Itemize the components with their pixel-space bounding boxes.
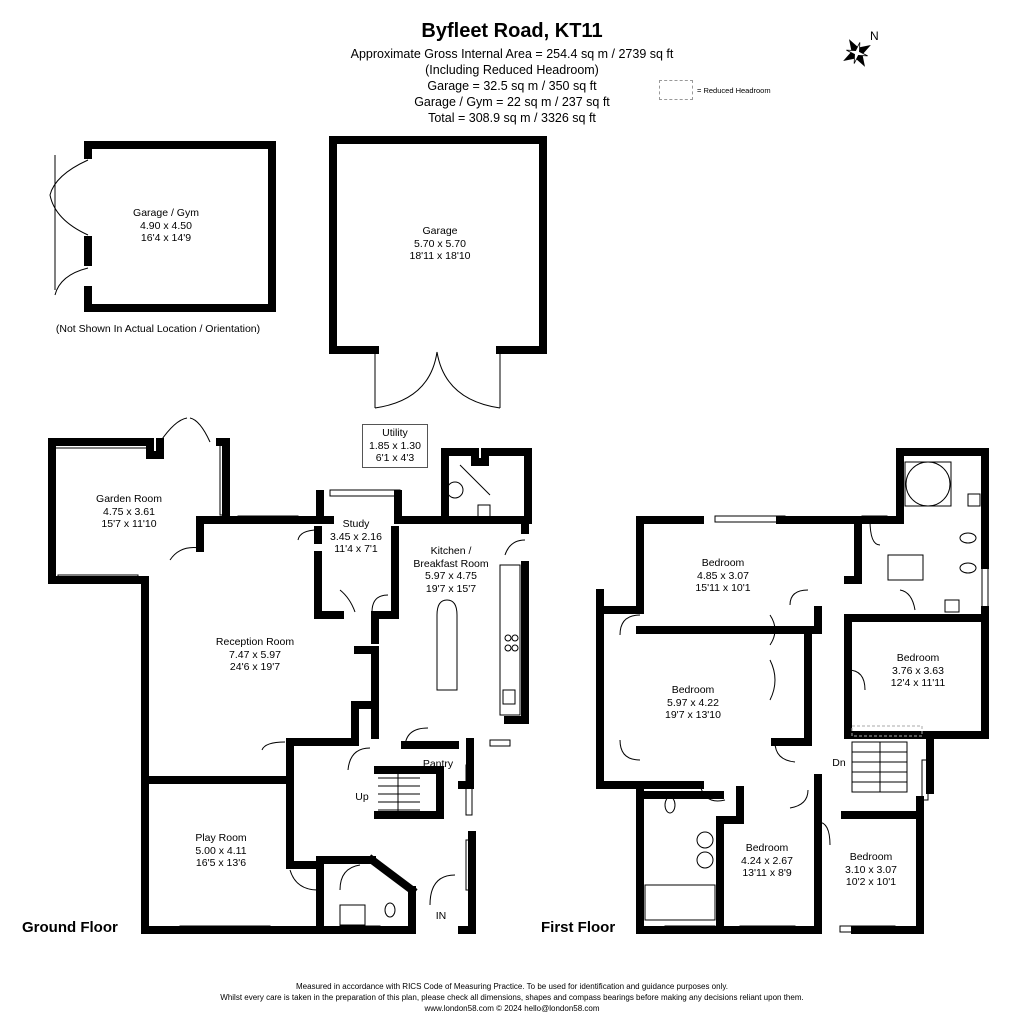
stairs-up-label: Up: [355, 791, 369, 803]
bedroom-4-label: Bedroom 4.24 x 2.67 13'11 x 8'9: [741, 842, 793, 880]
garage-gym-doors: [49, 155, 89, 296]
reduced-headroom-swatch: [659, 80, 693, 100]
area-line: Total = 308.9 sq m / 3326 sq ft: [428, 111, 596, 125]
garage-walls: [329, 136, 547, 354]
footer-contact: www.london58.com © 2024 hello@london58.c…: [424, 1004, 600, 1013]
kitchen-label: Kitchen / Breakfast Room 5.97 x 4.75 19'…: [413, 545, 488, 595]
compass-icon: [843, 39, 871, 67]
room-imperial: 19'7 x 13'10: [665, 709, 721, 721]
room-metric: 1.85 x 1.30: [369, 439, 421, 452]
room-name: Bedroom: [896, 652, 940, 664]
outbuildings-note: (Not Shown In Actual Location / Orientat…: [55, 323, 261, 335]
room-name: Bedroom: [849, 851, 893, 863]
room-name: Play Room: [195, 832, 247, 844]
room-metric: 4.75 x 3.61: [103, 505, 155, 518]
ground-floor-doors: [261, 529, 526, 906]
room-imperial: 12'4 x 11'11: [890, 677, 946, 689]
room-imperial: 19'7 x 15'7: [425, 582, 477, 595]
room-name: Kitchen /: [430, 545, 472, 557]
bedroom-3-label: Bedroom 3.76 x 3.63 12'4 x 11'11: [891, 652, 945, 690]
room-metric: 3.76 x 3.63: [892, 664, 944, 677]
garage-doors: [374, 350, 501, 409]
room-name: Utility: [382, 427, 408, 439]
first-floor-label: First Floor: [541, 919, 616, 936]
room-imperial: 15'7 x 11'10: [101, 518, 157, 530]
area-line: Garage = 32.5 sq m / 350 sq ft: [427, 79, 597, 93]
ground-floor-windows: [141, 489, 529, 933]
room-name-line2: Breakfast Room: [413, 557, 489, 570]
room-metric: 5.97 x 4.22: [667, 696, 719, 709]
first-floor-walls: [596, 448, 989, 934]
bedroom-1-label: Bedroom 4.85 x 3.07 15'11 x 10'1: [695, 557, 750, 595]
area-line: Garage / Gym = 22 sq m / 237 sq ft: [414, 95, 610, 109]
utility-label: Utility 1.85 x 1.30 6'1 x 4'3: [362, 424, 428, 468]
first-floor-windows: [596, 515, 989, 933]
garage-gym-walls: [84, 141, 276, 312]
room-imperial: 10'2 x 10'1: [845, 876, 897, 888]
reception-room-label: Reception Room 7.47 x 5.97 24'6 x 19'7: [216, 636, 294, 674]
stairs-down: [851, 741, 908, 793]
room-imperial: 11'4 x 7'1: [334, 543, 378, 555]
room-imperial: 16'4 x 14'9: [140, 232, 192, 244]
study-label: Study 3.45 x 2.16 11'4 x 7'1: [330, 518, 382, 556]
plan-title: Byfleet Road, KT11: [421, 20, 603, 42]
ground-floor-walls: [48, 438, 532, 934]
room-metric: 5.97 x 4.75: [425, 570, 477, 582]
compass-north-label: N: [870, 29, 879, 43]
footer-disclaimer-2: Whilst every care is taken in the prepar…: [220, 993, 804, 1002]
ground-floor-label: Ground Floor: [22, 919, 118, 936]
room-name: Bedroom: [701, 557, 745, 569]
footer-disclaimer-1: Measured in accordance with RICS Code of…: [296, 982, 728, 991]
area-line: (Including Reduced Headroom): [425, 63, 599, 77]
bedroom-5-label: Bedroom 3.10 x 3.07 10'2 x 10'1: [845, 851, 897, 889]
room-name: Garden Room: [96, 493, 162, 505]
room-imperial: 16'5 x 13'6: [195, 857, 247, 869]
area-line: Approximate Gross Internal Area = 254.4 …: [350, 47, 674, 61]
garden-room-windows: [48, 417, 227, 582]
garden-room-label: Garden Room 4.75 x 3.61 15'7 x 11'10: [96, 493, 162, 531]
room-name: Bedroom: [671, 684, 715, 696]
bedroom-2-label: Bedroom 5.97 x 4.22 19'7 x 13'10: [665, 684, 721, 722]
room-metric: 3.10 x 3.07: [845, 863, 897, 876]
reduced-headroom-legend: = Reduced Headroom: [659, 80, 771, 100]
room-imperial: 6'1 x 4'3: [375, 452, 415, 464]
room-metric: 4.85 x 3.07: [697, 569, 749, 582]
first-floor-fittings: [619, 461, 981, 921]
room-metric: 4.90 x 4.50: [140, 219, 192, 232]
reduced-headroom-area: [851, 725, 923, 737]
garage-gym-label: Garage / Gym 4.90 x 4.50 16'4 x 14'9: [133, 207, 199, 245]
room-name: Reception Room: [215, 636, 295, 648]
room-metric: 7.47 x 5.97: [229, 648, 281, 661]
utility-fittings: [339, 464, 491, 926]
room-name: Garage / Gym: [133, 207, 199, 219]
room-name: Bedroom: [745, 842, 789, 854]
garage-label: Garage 5.70 x 5.70 18'11 x 18'10: [409, 225, 470, 263]
stairs-down-label: Dn: [832, 757, 846, 769]
entrance-label: IN: [435, 910, 447, 922]
room-imperial: 18'11 x 18'10: [409, 250, 471, 262]
room-name: Study: [342, 518, 370, 530]
room-name: Garage: [422, 225, 458, 237]
stairs-up: [378, 770, 420, 815]
room-metric: 5.70 x 5.70: [414, 237, 466, 250]
kitchen-fittings: [436, 564, 521, 716]
pantry-label: Pantry: [422, 758, 454, 770]
room-metric: 4.24 x 2.67: [741, 854, 793, 867]
room-imperial: 15'11 x 10'1: [695, 582, 751, 594]
room-metric: 3.45 x 2.16: [330, 530, 382, 543]
play-room-label: Play Room 5.00 x 4.11 16'5 x 13'6: [195, 832, 246, 870]
room-imperial: 24'6 x 19'7: [229, 661, 281, 673]
room-metric: 5.00 x 4.11: [195, 844, 247, 857]
legend-label: = Reduced Headroom: [697, 85, 771, 95]
room-imperial: 13'11 x 8'9: [742, 867, 792, 879]
